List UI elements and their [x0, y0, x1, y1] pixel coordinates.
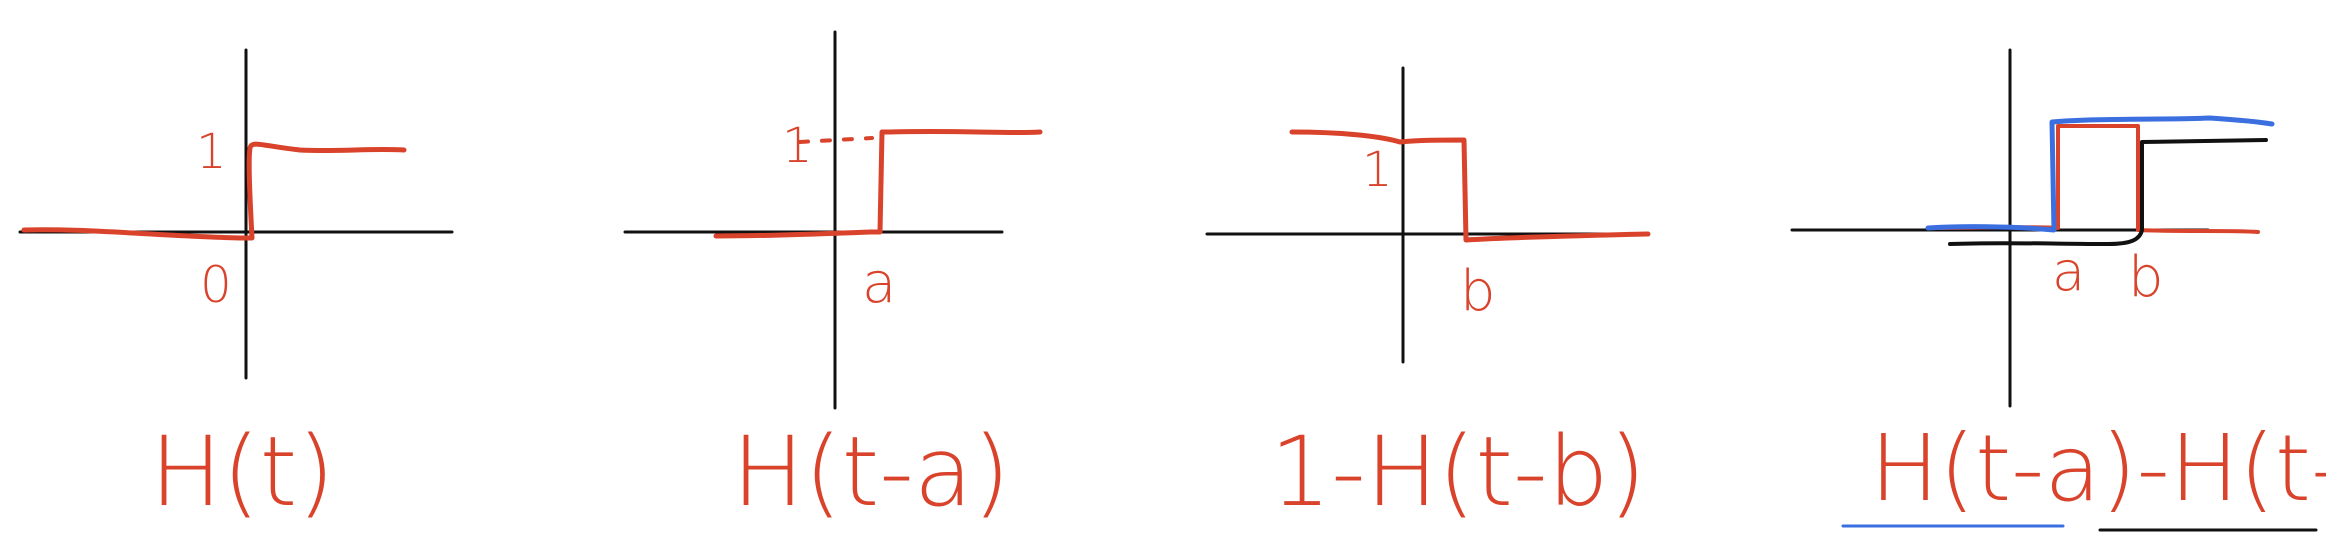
panel-rectangular-pulse: a b H(t-a)-H(t-b): [1790, 48, 2326, 532]
tick-label-x: 0: [200, 256, 232, 314]
step-curve: [1289, 129, 1651, 243]
step-curve: [21, 141, 407, 241]
caption: H(t): [150, 416, 335, 528]
caption: H(t-a): [732, 416, 1010, 528]
panel-reflected-step: 1 b 1-H(t-b): [1205, 66, 1651, 528]
tick-label-y: 1: [196, 124, 227, 180]
tick-label-x: b: [1460, 259, 1496, 324]
panel-heaviside: 1 0 H(t): [18, 48, 454, 528]
tick-label-y: 1: [1362, 142, 1393, 198]
caption: H(t-a)-H(t-b): [1870, 415, 2326, 522]
panel-shifted-step: 1 a H(t-a): [623, 30, 1043, 528]
tick-label-a: a: [2052, 240, 2085, 303]
step-curve: [713, 128, 1043, 239]
caption: 1-H(t-b): [1270, 416, 1646, 528]
tick-label-x: a: [862, 251, 896, 316]
tick-label-b: b: [2128, 245, 2164, 310]
step-curve-blue: [1925, 115, 2275, 233]
step-curve-black: [1948, 138, 2268, 246]
tick-label-y: 1: [782, 118, 813, 174]
